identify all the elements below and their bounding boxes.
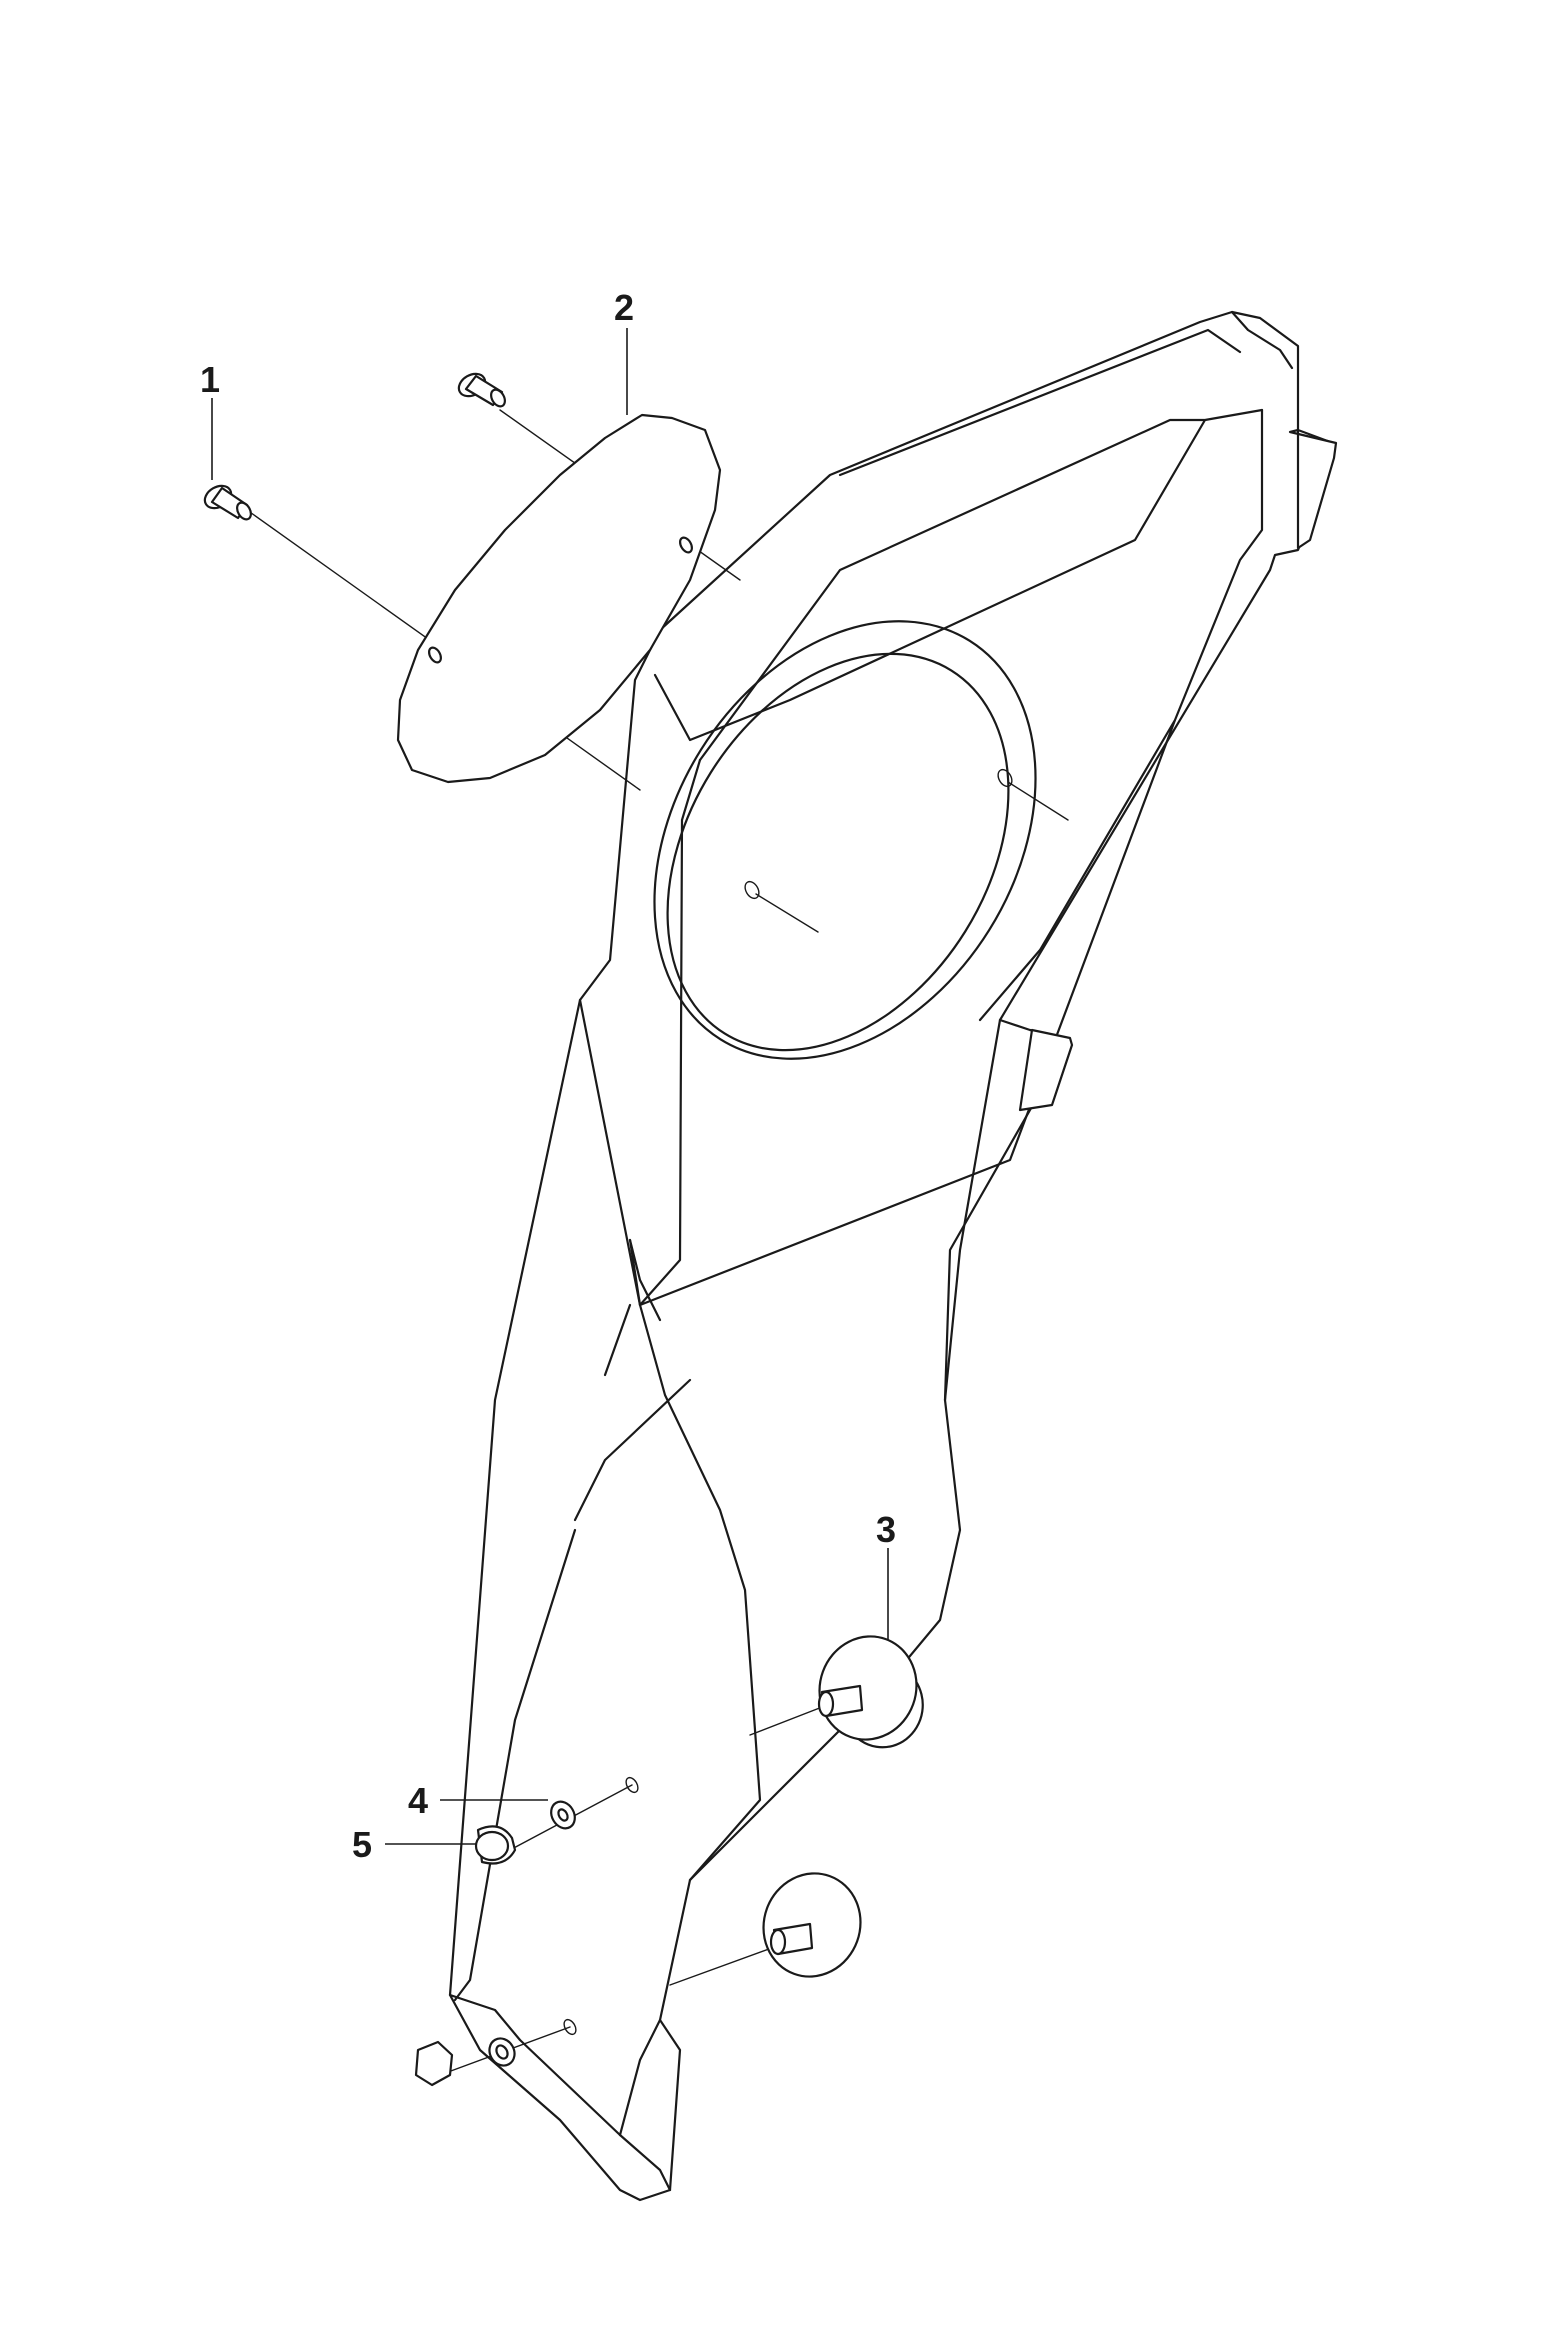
guard-arm-side	[943, 1018, 1002, 1402]
foot-lower-face	[762, 1872, 862, 1978]
guard-disc-recess-inner	[666, 652, 1010, 1052]
cover-hole-left	[428, 646, 442, 664]
callout-3-number: 3	[876, 1509, 896, 1550]
part-hex-nut-lower	[414, 2026, 571, 2087]
cover-hole-right	[679, 536, 693, 554]
guard-disc-recess-outer	[653, 620, 1037, 1060]
screw-1-tip	[236, 501, 252, 521]
callout-5: 5	[352, 1824, 476, 1865]
callout-1-number: 1	[200, 359, 220, 400]
callout-2-number: 2	[614, 287, 634, 328]
lower-washer-hole	[495, 2044, 509, 2060]
arm-hole-lower	[563, 2018, 577, 2036]
recess-hole-right	[997, 768, 1013, 788]
callout-3: 3	[876, 1509, 896, 1640]
cap-nut-base	[474, 1830, 510, 1862]
guard-top-rim	[1230, 310, 1294, 370]
recess-axis-right	[1007, 781, 1069, 821]
callout-4: 4	[408, 1780, 548, 1821]
guard-arm-bend	[573, 1303, 692, 1522]
callout-4-number: 4	[408, 1780, 428, 1821]
guard-pocket	[653, 408, 1264, 762]
recess-hole-left	[744, 880, 760, 900]
foot-upper-stud-end	[817, 1690, 835, 1718]
part-rubber-foot-lower	[669, 1872, 862, 1986]
screw-1b-tip	[490, 388, 506, 408]
recess-axis-left	[755, 893, 819, 933]
guard-pocket-lower	[628, 758, 702, 1322]
guard-arm-front-edge	[578, 998, 762, 1882]
part-cap-nut	[474, 1825, 517, 1865]
guard-arm-foot	[448, 1993, 672, 2192]
foot-lower-stud-end	[769, 1928, 787, 1956]
guard-tab-lower	[1018, 1028, 1074, 1112]
part-screw-1b	[457, 372, 741, 581]
cover-disc	[396, 413, 722, 784]
callout-1: 1	[200, 359, 220, 480]
hex-nut	[414, 2040, 454, 2087]
guard-rim-front	[838, 328, 1242, 477]
part-cover-disc	[396, 413, 722, 784]
guard-body	[448, 310, 1338, 2202]
washer-hole	[557, 1808, 569, 1822]
callout-2: 2	[614, 287, 634, 415]
guard-pocket-side	[628, 408, 1264, 1307]
part-rubber-foot-upper	[749, 1635, 924, 1749]
callout-5-number: 5	[352, 1824, 372, 1865]
guard-arm-toe	[618, 2018, 662, 2137]
guard-tab-upper	[1288, 428, 1338, 550]
part-washer	[494, 1784, 633, 1859]
foot-lower-axis	[669, 1944, 781, 1986]
